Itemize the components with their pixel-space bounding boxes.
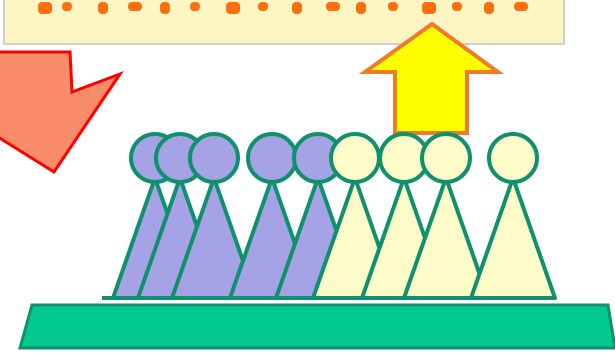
banner-glyph-fragment: [388, 2, 398, 11]
banner-glyph-fragment: [292, 2, 302, 14]
banner-glyph-fragment: [326, 2, 340, 11]
banner-glyph-fragment: [128, 2, 142, 11]
banner-glyph-fragment: [484, 2, 494, 14]
banner-box: [4, 0, 564, 44]
platform: [20, 305, 615, 348]
banner: [4, 0, 564, 44]
people-group: [102, 134, 555, 298]
person-head: [422, 134, 470, 182]
banner-glyph-fragment: [160, 2, 170, 14]
banner-glyph-fragment: [258, 2, 268, 11]
banner-glyph-fragment: [356, 2, 366, 14]
banner-glyph-fragment: [62, 2, 72, 11]
banner-glyph-fragment: [514, 2, 528, 11]
banner-glyph-fragment: [190, 2, 200, 11]
banner-glyph-fragment: [38, 2, 52, 14]
person-head: [248, 134, 296, 182]
banner-glyph-fragment: [98, 2, 108, 14]
banner-glyph-fragment: [422, 2, 436, 14]
person-head: [331, 134, 379, 182]
banner-glyph-fragment: [226, 2, 240, 14]
person-body: [471, 178, 555, 298]
person-head: [190, 134, 238, 182]
banner-glyph-fragment: [452, 2, 462, 11]
person-head: [489, 134, 537, 182]
arrow-down-left-icon: [0, 52, 120, 172]
